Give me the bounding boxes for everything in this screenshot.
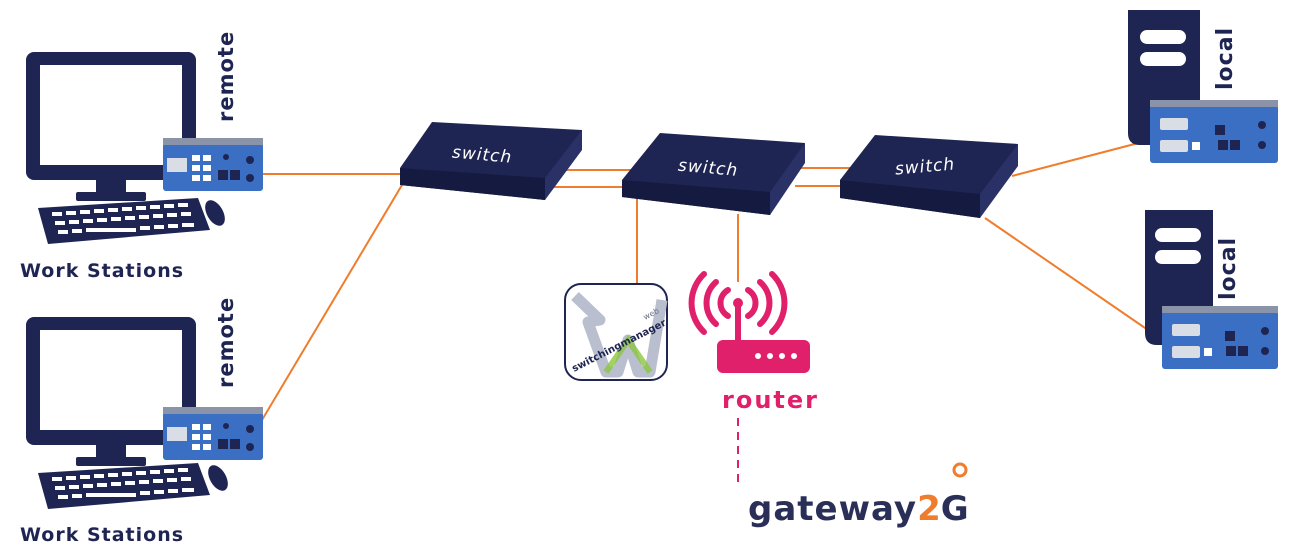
monitor-icon [26, 317, 196, 466]
kvm-extender-local [1162, 306, 1278, 369]
mouse-icon [208, 465, 228, 491]
switch-1: switch [400, 122, 582, 200]
server-1: local [1128, 10, 1278, 163]
cable-switch3-server1 [1011, 139, 1151, 177]
keyboard-icon [38, 198, 210, 244]
router-icon: router [688, 271, 819, 414]
workstation-label: Work Stations [20, 524, 184, 546]
workstation-2: remote Work Stations [20, 297, 263, 546]
workstation-label: Work Stations [20, 260, 184, 282]
switching-manager-web-logo: switchingmanager web [564, 283, 668, 381]
keyboard-icon [38, 463, 210, 509]
workstation-1: remote Work Stations [20, 31, 263, 282]
monitor-icon [26, 52, 196, 201]
switch-2: switch [622, 133, 805, 215]
cable-ws2-switch1 [261, 184, 403, 421]
remote-label: remote [214, 31, 238, 122]
kvm-extender-local [1150, 100, 1278, 163]
local-label: local [1216, 237, 1241, 300]
cable-switch3-server2 [984, 217, 1149, 331]
kvm-extender-remote [163, 138, 263, 191]
mouse-icon [205, 200, 225, 226]
gateway2go-logo: gateway2G [748, 462, 970, 529]
switch-3: switch [840, 135, 1018, 218]
server-2: local [1145, 210, 1278, 369]
local-label: local [1213, 27, 1238, 90]
kvm-extender-remote [163, 407, 263, 460]
gateway-text: gateway2G [748, 489, 970, 529]
router-label: router [722, 386, 819, 414]
remote-label: remote [214, 297, 238, 388]
